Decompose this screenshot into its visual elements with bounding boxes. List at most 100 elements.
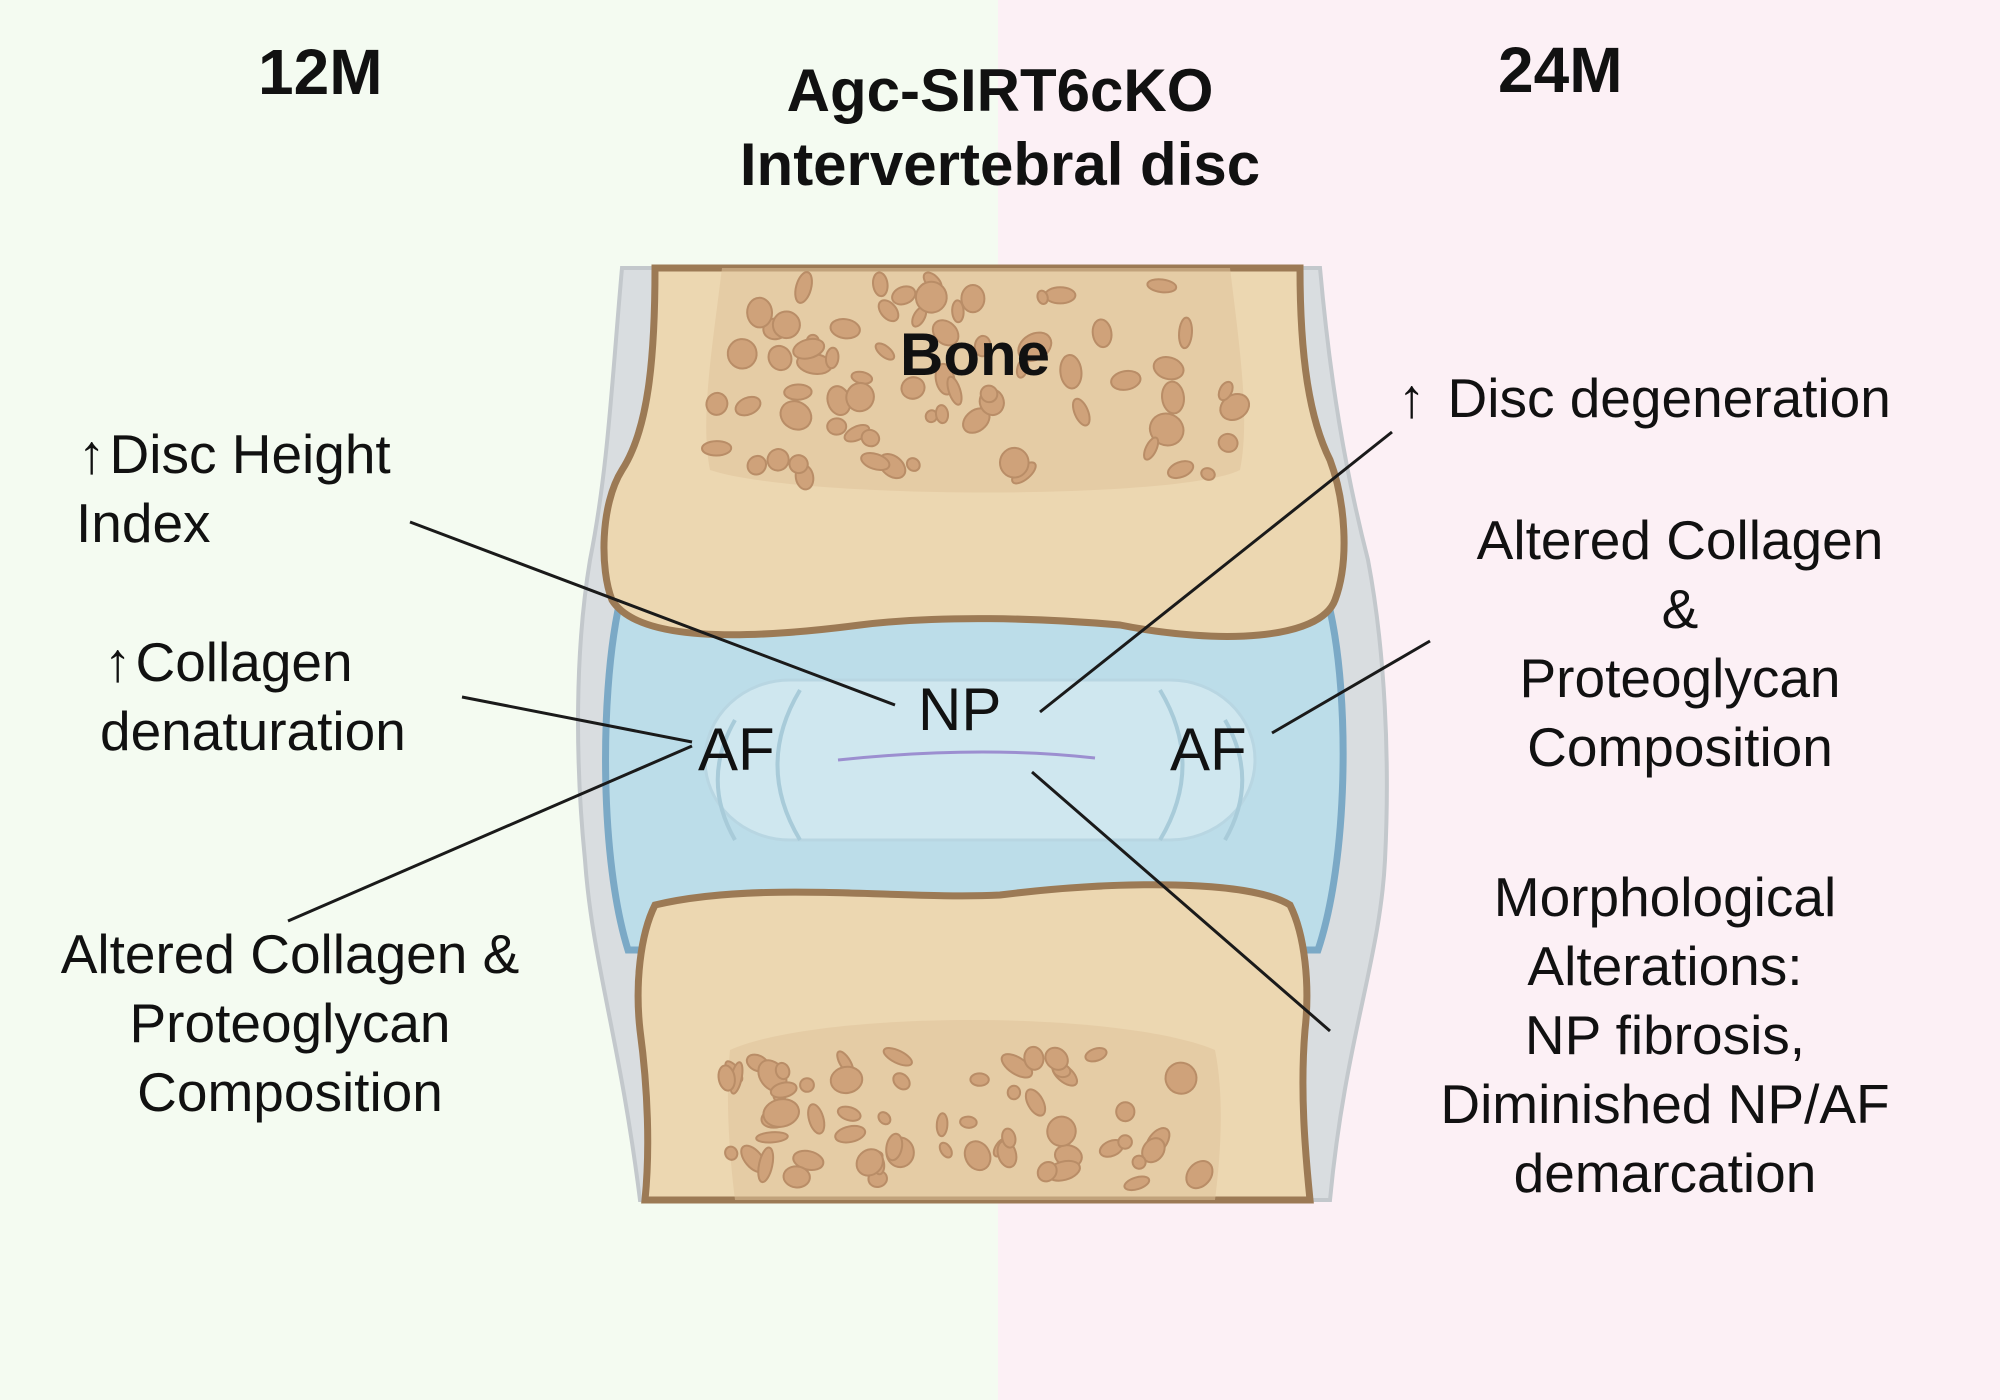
bone-pore xyxy=(1044,1046,1069,1071)
bone-pore xyxy=(734,395,762,417)
bone-pore xyxy=(726,338,758,370)
bone-pore xyxy=(705,391,729,416)
bone-pore xyxy=(717,1064,736,1092)
upper-bone-pores xyxy=(701,271,1251,491)
right-altered-line-1: Altered Collagen xyxy=(1476,509,1884,571)
right-altered-line-4: Composition xyxy=(1527,716,1833,778)
period-24m-label: 24M xyxy=(1498,34,1623,106)
disc-height-line-1: Disc Height xyxy=(109,423,391,485)
bone-pore xyxy=(1017,331,1053,362)
bone-pore xyxy=(1046,1115,1077,1147)
bone-pore xyxy=(1084,1046,1108,1063)
collagen-line-1: Collagen xyxy=(135,631,353,693)
bone-pore xyxy=(779,400,813,431)
bone-pore xyxy=(951,299,965,324)
bone-pore xyxy=(794,271,813,304)
bone-pore xyxy=(1164,1061,1198,1095)
af-right-label: AF xyxy=(1170,716,1247,783)
af-left-label: AF xyxy=(698,716,775,783)
bone-pore xyxy=(788,454,809,475)
bone-pore xyxy=(766,448,790,472)
bone-pore xyxy=(934,404,950,425)
bone-pore xyxy=(1001,1127,1017,1149)
title-line-1: Agc-SIRT6cKO xyxy=(786,57,1214,124)
bone-pore xyxy=(769,1081,798,1099)
bone-pore xyxy=(807,1103,826,1135)
collagen-note: ↑Collagen xyxy=(104,628,353,697)
bone-pore xyxy=(1185,1160,1214,1190)
bone-pore xyxy=(1200,467,1216,481)
lamella-right-2 xyxy=(1223,719,1245,841)
bone-pore xyxy=(885,1132,904,1162)
bone-pore xyxy=(1000,1053,1034,1079)
bone-pore xyxy=(891,285,917,306)
bone-pore xyxy=(938,1141,953,1159)
bone-pore xyxy=(931,319,960,347)
bone-pore xyxy=(824,346,840,370)
bone-pore xyxy=(1059,353,1083,390)
bone-pore xyxy=(792,337,826,360)
bone-pore xyxy=(969,1072,990,1087)
bone-pore xyxy=(1131,1154,1147,1170)
nucleus-pulposus-region xyxy=(703,678,1257,842)
bone-pore xyxy=(1143,436,1160,461)
bone-pore xyxy=(826,417,848,436)
right-altered-line-3: Proteoglycan xyxy=(1519,647,1841,709)
morph-line-2: Alterations: xyxy=(1527,935,1803,997)
bone-pore xyxy=(877,299,900,323)
bone-pore xyxy=(829,1065,864,1095)
bone-pore xyxy=(855,1148,884,1177)
bone-pore xyxy=(1091,318,1113,349)
collagen-line-2: denaturation xyxy=(100,700,406,762)
right-altered-line-2: & xyxy=(1661,578,1699,640)
bone-pore xyxy=(960,284,986,314)
morph-line-5: demarcation xyxy=(1513,1142,1817,1204)
bone-pore xyxy=(1148,412,1185,447)
bone-pore xyxy=(1217,432,1239,453)
lamella-left-1 xyxy=(775,688,802,842)
bone-pore xyxy=(900,376,926,400)
bone-pore xyxy=(1152,356,1185,381)
bone-pore xyxy=(1178,316,1193,350)
bone-pore xyxy=(1036,289,1049,305)
bone-pore xyxy=(829,318,861,340)
left-altered-line-3: Composition xyxy=(137,1061,443,1123)
disc-height-line-2: Index xyxy=(76,492,211,554)
bone-pore xyxy=(1217,380,1234,402)
lamella-right-1 xyxy=(1158,688,1185,842)
bone-pore xyxy=(1006,1084,1022,1101)
bone-pore xyxy=(860,428,881,448)
left-altered-line-1: Altered Collagen & xyxy=(60,923,520,985)
bone-pore xyxy=(860,451,891,472)
np-fibrosis-line xyxy=(837,750,1096,762)
morph-line-3: NP fibrosis, xyxy=(1524,1004,1806,1066)
morph-line-1: Morphological xyxy=(1493,866,1837,928)
bone-pore xyxy=(914,280,948,314)
up-arrow-icon: ↑ xyxy=(104,631,132,693)
bone-pore xyxy=(1117,1134,1133,1150)
leader-disc-height-to-np xyxy=(409,520,896,707)
bone-pore xyxy=(836,1105,862,1122)
leader-collagen-to-af xyxy=(461,695,693,744)
bone-pore xyxy=(1123,1175,1151,1192)
np-label: NP xyxy=(918,676,1002,743)
morph-line-4: Diminished NP/AF xyxy=(1440,1073,1890,1135)
bone-pore xyxy=(998,446,1030,479)
bone-pore xyxy=(1043,286,1077,305)
bone-pore xyxy=(935,1112,949,1138)
up-arrow-icon: ↑ xyxy=(78,423,106,485)
bone-pore xyxy=(959,1115,978,1129)
bone-pore xyxy=(905,457,921,472)
bone-pore xyxy=(767,344,793,372)
bone-pore xyxy=(771,310,801,340)
bone-pore xyxy=(757,1146,775,1184)
bone-pore xyxy=(762,1098,800,1128)
bone-label: Bone xyxy=(900,321,1050,388)
bone-pore xyxy=(1146,278,1178,294)
bone-pore xyxy=(1166,460,1195,480)
bone-pore xyxy=(774,1061,791,1081)
bone-pore xyxy=(877,1111,892,1126)
leader-morph-to-np xyxy=(1031,770,1331,1033)
bone-pore xyxy=(1161,380,1185,415)
up-arrow-icon: ↑ xyxy=(1398,367,1426,429)
